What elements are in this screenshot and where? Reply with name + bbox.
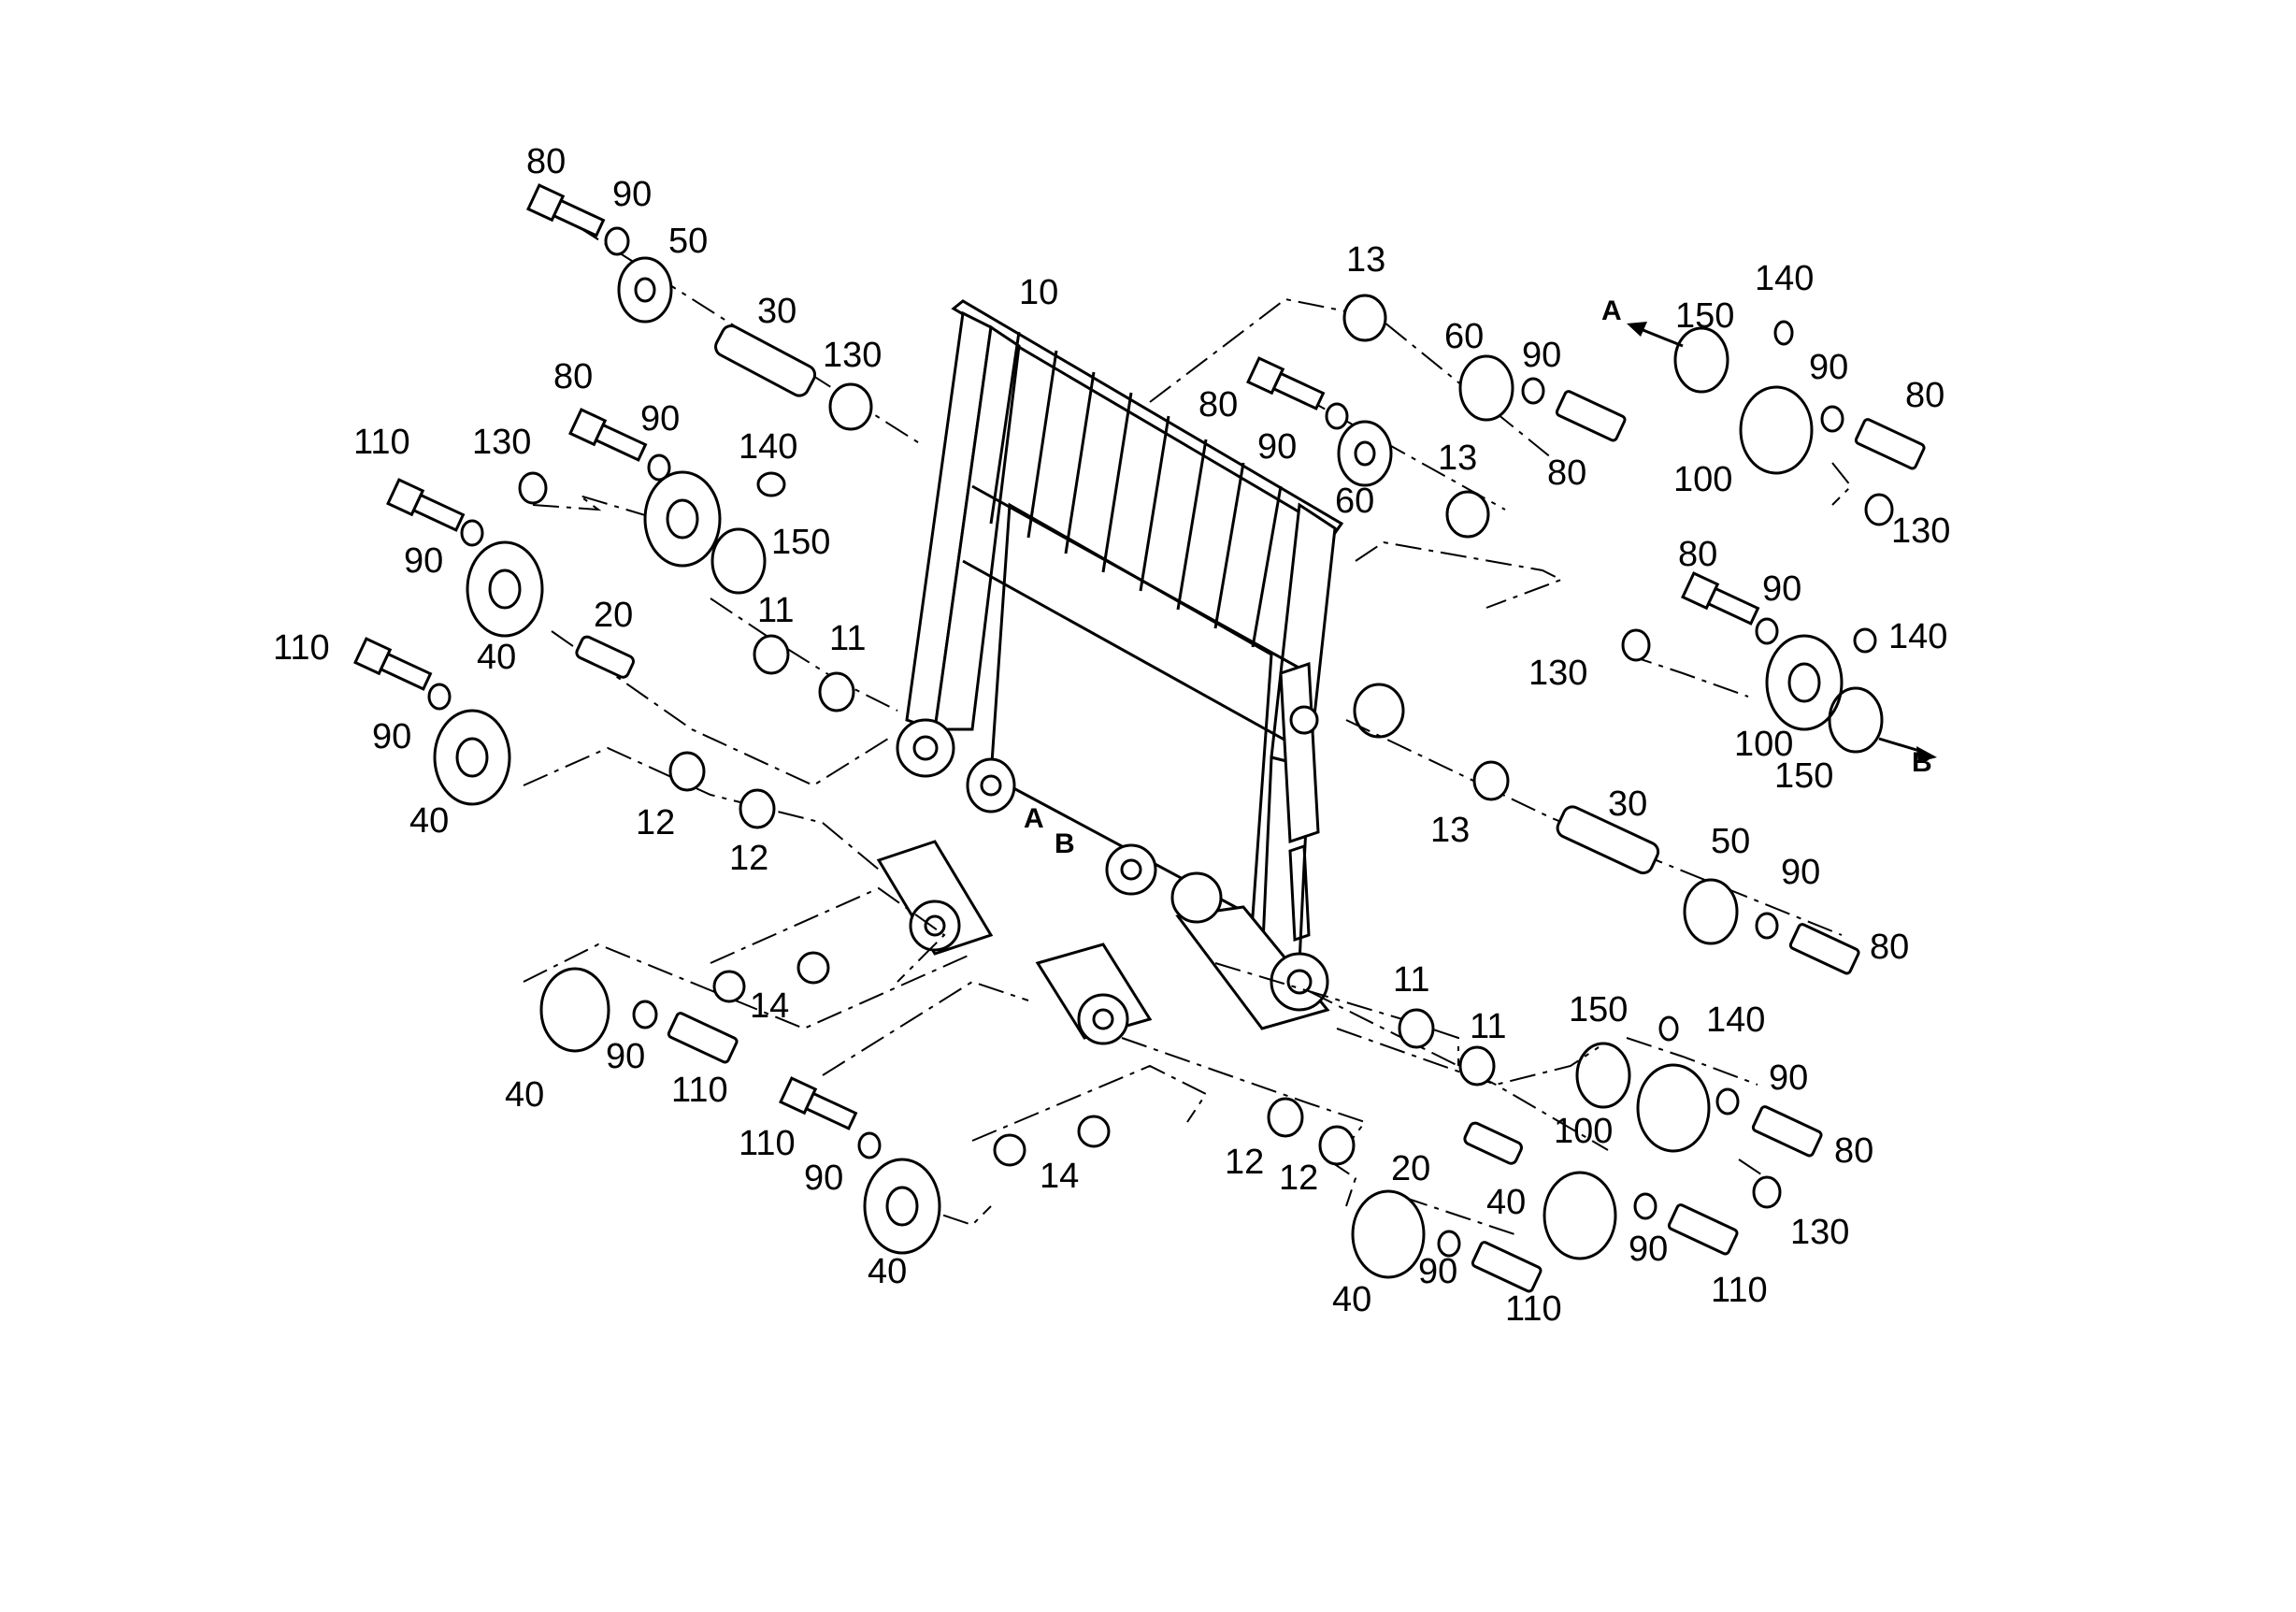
label-110-a: 110 bbox=[353, 423, 410, 462]
label-150-b: 150 bbox=[1675, 296, 1734, 336]
label-80-e: 80 bbox=[1905, 376, 1944, 415]
label-100-b: 100 bbox=[1734, 725, 1793, 764]
label-14-a: 14 bbox=[750, 986, 789, 1026]
label-80-f: 80 bbox=[1678, 535, 1717, 574]
label-40-b: 40 bbox=[409, 801, 449, 841]
label-140-b: 140 bbox=[1755, 259, 1814, 298]
view-references: A B A B bbox=[1024, 295, 1932, 859]
label-80-b: 80 bbox=[553, 357, 593, 396]
frame-ref-b: B bbox=[1055, 828, 1075, 859]
label-30-b: 30 bbox=[1608, 784, 1647, 824]
label-50-b: 50 bbox=[1711, 822, 1750, 861]
label-90-j: 90 bbox=[1762, 569, 1801, 609]
label-90-e: 90 bbox=[606, 1037, 645, 1076]
label-40-c: 40 bbox=[505, 1075, 544, 1115]
label-12-c: 12 bbox=[1225, 1143, 1264, 1182]
label-60-a: 60 bbox=[1444, 317, 1484, 356]
label-13-a: 13 bbox=[1346, 240, 1385, 280]
label-11-a: 11 bbox=[757, 591, 794, 630]
main-frame-part bbox=[876, 299, 1405, 1045]
label-11-b: 11 bbox=[829, 619, 866, 658]
label-40-a: 40 bbox=[477, 638, 516, 677]
label-100-c: 100 bbox=[1554, 1112, 1613, 1151]
label-40-f: 40 bbox=[1332, 1280, 1371, 1319]
label-11-c: 11 bbox=[1393, 960, 1429, 1000]
label-110-d: 110 bbox=[739, 1124, 796, 1163]
label-140-d: 140 bbox=[1706, 1000, 1765, 1040]
label-140-c: 140 bbox=[1888, 617, 1947, 656]
arrow-ref-b: B bbox=[1912, 747, 1932, 778]
label-130-a: 130 bbox=[823, 336, 882, 375]
label-90-g: 90 bbox=[1522, 336, 1561, 375]
label-80-h: 80 bbox=[1834, 1131, 1873, 1171]
label-90-n: 90 bbox=[1418, 1252, 1457, 1291]
label-90-a: 90 bbox=[612, 175, 652, 214]
label-150-c: 150 bbox=[1774, 756, 1833, 796]
label-90-b: 90 bbox=[640, 399, 680, 439]
label-90-i: 90 bbox=[1809, 348, 1848, 387]
hardware-parts bbox=[353, 183, 1937, 1293]
label-80-a: 80 bbox=[526, 142, 566, 181]
label-130-e: 130 bbox=[1790, 1213, 1849, 1252]
label-12-d: 12 bbox=[1279, 1159, 1318, 1198]
label-150-a: 150 bbox=[771, 523, 830, 562]
label-90-h: 90 bbox=[1257, 427, 1297, 467]
label-50-a: 50 bbox=[668, 222, 708, 261]
label-20-b: 20 bbox=[1391, 1149, 1430, 1188]
label-90-l: 90 bbox=[1769, 1058, 1808, 1098]
label-110-b: 110 bbox=[273, 628, 330, 668]
label-110-c: 110 bbox=[671, 1071, 728, 1110]
label-130-d: 130 bbox=[1528, 654, 1587, 693]
label-13-b: 13 bbox=[1438, 439, 1477, 478]
label-130-c: 130 bbox=[1891, 511, 1950, 551]
label-90-d: 90 bbox=[372, 717, 411, 756]
label-10: 10 bbox=[1019, 273, 1058, 312]
label-12-b: 12 bbox=[729, 839, 768, 878]
label-12-a: 12 bbox=[636, 803, 675, 842]
label-100-a: 100 bbox=[1673, 460, 1732, 499]
label-90-c: 90 bbox=[404, 541, 443, 581]
label-60-b: 60 bbox=[1335, 482, 1374, 521]
label-150-d: 150 bbox=[1569, 990, 1628, 1029]
label-20-a: 20 bbox=[594, 596, 633, 635]
label-130-b: 130 bbox=[472, 423, 531, 462]
label-90-m: 90 bbox=[1629, 1230, 1668, 1269]
label-40-e: 40 bbox=[1486, 1183, 1526, 1222]
frame-ref-a: A bbox=[1024, 803, 1044, 834]
label-80-g: 80 bbox=[1870, 928, 1909, 967]
label-11-d: 11 bbox=[1470, 1007, 1506, 1046]
label-80-c: 80 bbox=[1198, 385, 1238, 425]
label-110-f: 110 bbox=[1505, 1289, 1562, 1329]
label-14-b: 14 bbox=[1040, 1157, 1079, 1196]
arrow-ref-a: A bbox=[1601, 295, 1622, 326]
label-90-k: 90 bbox=[1781, 853, 1820, 892]
label-110-e: 110 bbox=[1711, 1271, 1768, 1310]
part-callouts: 10 80 90 50 30 130 80 90 130 140 150 110… bbox=[273, 142, 1950, 1329]
label-40-d: 40 bbox=[868, 1252, 907, 1291]
label-90-f: 90 bbox=[804, 1159, 843, 1198]
label-30-a: 30 bbox=[757, 292, 796, 331]
label-140-a: 140 bbox=[739, 427, 797, 467]
label-80-d: 80 bbox=[1547, 453, 1586, 493]
bolt-80-top-left bbox=[526, 183, 606, 237]
label-13-c: 13 bbox=[1430, 811, 1470, 850]
